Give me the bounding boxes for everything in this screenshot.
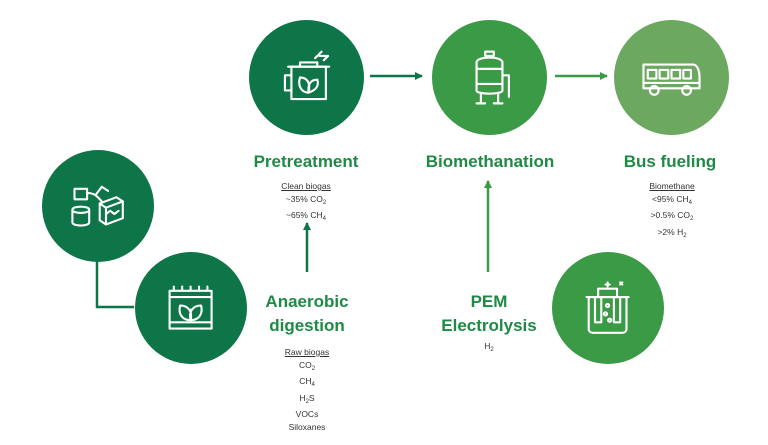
waste-feedstock-icon	[71, 186, 125, 227]
anaerobic-digestion-note-line: H2S	[299, 392, 315, 405]
anaerobic-digestion-title-line1: Anaerobic	[265, 292, 349, 311]
bus-fueling-note-head: Biomethane	[649, 181, 695, 191]
pretreatment-notes: Clean biogas ~35% CO2 ~65% CH4	[256, 180, 356, 226]
bus-fueling-note-line: >2% H2	[657, 226, 687, 239]
pem-electrolysis-note-line: H2	[484, 341, 494, 353]
anaerobic-digestion-circle	[135, 252, 247, 364]
pretreatment-note-head: Clean biogas	[281, 181, 331, 191]
biomethanation-title: Biomethanation	[425, 152, 555, 171]
pot-leaf-icon	[283, 50, 331, 101]
anaerobic-digestion-note-line: CH4	[299, 376, 315, 388]
pretreatment-title: Pretreatment	[253, 152, 359, 171]
digester-leaf-icon	[168, 285, 214, 331]
bus-fueling-title: Bus fueling	[623, 152, 717, 171]
pretreatment-note-line: ~65% CH4	[286, 210, 326, 222]
bus-fueling-notes: Biomethane <95% CH4 >0.5% CO2 >2% H2	[622, 180, 722, 242]
anaerobic-digestion-note-head: Raw biogas	[284, 347, 330, 357]
anaerobic-digestion-notes: Raw biogas CO2 CH4 H2S VOCs Siloxanes	[257, 346, 357, 433]
anaerobic-digestion-title: Anaerobic digestion	[250, 290, 364, 338]
anaerobic-digestion-note-line: VOCs	[295, 409, 319, 419]
bus-fueling-note-line: <95% CH4	[652, 193, 692, 206]
pem-electrolysis-notes: H2	[459, 340, 519, 357]
pem-electrolysis-title-line1: PEM	[470, 292, 508, 311]
pem-electrolysis-title: PEM Electrolysis	[428, 290, 550, 338]
pretreatment-circle	[249, 20, 364, 135]
bus-icon	[642, 63, 701, 96]
anaerobic-digestion-note-line: Siloxanes	[288, 421, 326, 432]
electrolysis-cell-icon	[585, 281, 631, 335]
pem-electrolysis-circle	[552, 252, 664, 364]
bus-fueling-note-line: >0.5% CO2	[650, 210, 694, 222]
anaerobic-digestion-note-line: CO2	[298, 359, 316, 372]
feedstock-circle	[42, 150, 154, 262]
bus-fueling-circle	[614, 20, 729, 135]
pem-electrolysis-title-line2: Electrolysis	[441, 316, 537, 335]
tank-reactor-icon	[475, 50, 510, 105]
anaerobic-digestion-title-line2: digestion	[269, 316, 345, 335]
biomethanation-circle	[432, 20, 547, 135]
pretreatment-note-line: ~35% CO2	[285, 193, 327, 206]
